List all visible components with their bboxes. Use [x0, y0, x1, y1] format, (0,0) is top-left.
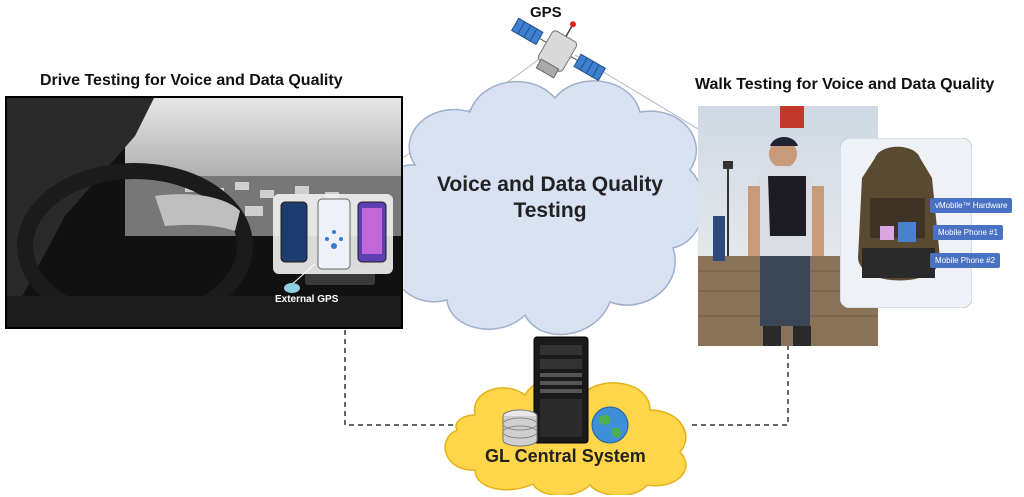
backpack-inset [840, 138, 972, 308]
callout-vmobile-hardware: vMobile™ Hardware [930, 198, 1013, 213]
callout-mobile-phone-1: Mobile Phone #1 [933, 225, 1004, 240]
drive-testing-photo [5, 96, 403, 329]
server-icon [533, 336, 589, 444]
external-gps-label: External GPS [275, 294, 339, 305]
central-system-label: GL Central System [485, 446, 646, 466]
globe-icon [591, 406, 629, 444]
satellite-icon [511, 17, 606, 82]
drive-title: Drive Testing for Voice and Data Quality [40, 72, 343, 89]
walk-dashed-link [690, 345, 789, 426]
walk-title: Walk Testing for Voice and Data Quality [695, 76, 995, 93]
drive-dashed-link [344, 330, 455, 426]
cloud-title-line1: Voice and Data Quality [436, 173, 663, 196]
database-icon [502, 409, 538, 447]
gps-label: GPS [530, 4, 562, 21]
cloud-title-line2: Testing [513, 199, 587, 222]
callout-mobile-phone-2: Mobile Phone #2 [930, 253, 1001, 268]
cloud-title: Voice and Data Quality Testing [405, 172, 695, 224]
